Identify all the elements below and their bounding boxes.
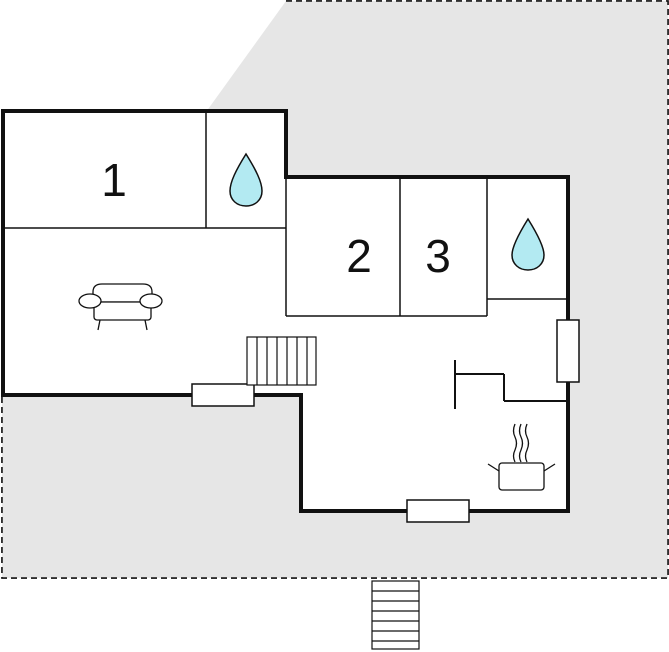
kitchen-counter: [454, 360, 566, 409]
window-east-kitchen: [556, 319, 580, 383]
room-label-1: 1: [101, 154, 127, 206]
water-drop-icon: [229, 152, 263, 207]
windows: [191, 319, 580, 523]
room-label-2: 2: [346, 230, 372, 282]
stairs-icon: [371, 580, 420, 650]
cooking-pot-icon: [487, 423, 556, 491]
stairs-icon: [246, 336, 317, 386]
window-south-kitchen: [406, 499, 470, 523]
water-drop-icon: [511, 217, 545, 271]
interior-walls: [3, 111, 568, 317]
window-south-living: [191, 383, 255, 407]
room-label-3: 3: [425, 230, 451, 282]
sofa-icon: [78, 283, 163, 331]
